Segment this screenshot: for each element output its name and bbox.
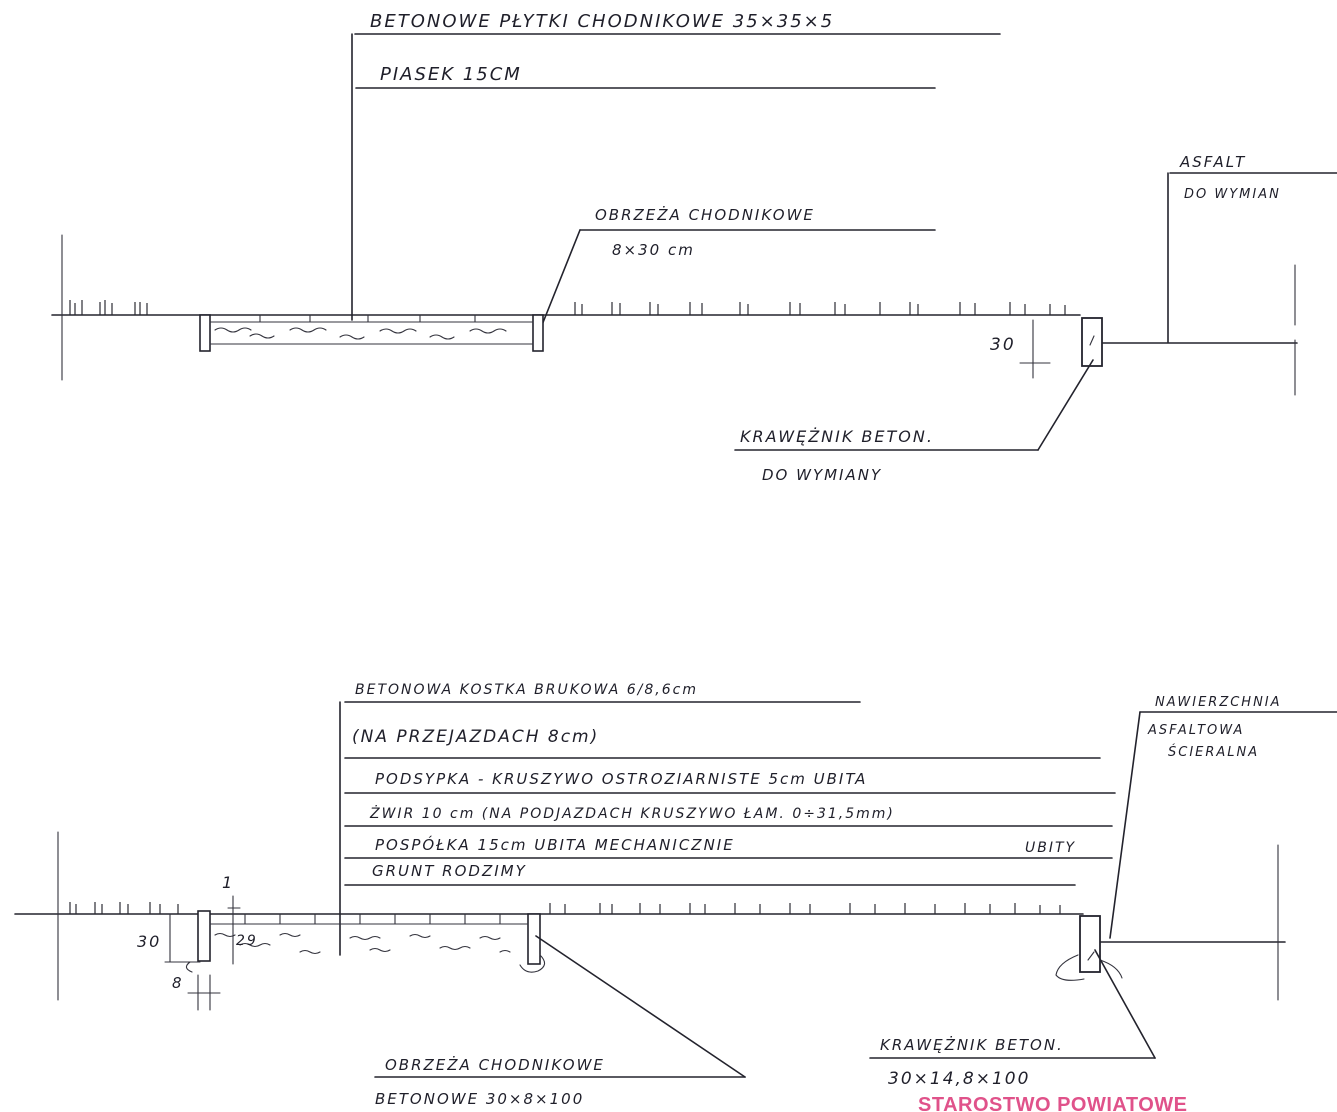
label-pavers: BETONOWE PŁYTKI CHODNIKOWE 35×35×5 [370,11,834,32]
label-asphalt-note: DO WYMIAN [1184,187,1281,202]
curb-bottom [1079,915,1101,973]
label-cobble-note: (NA PRZEJAZDACH 8cm) [352,727,599,747]
dim-8: 8 [172,974,184,992]
edging-left-top [199,314,211,352]
label-surface-2: ASFALTOWA [1147,723,1244,738]
sand-hatch [214,327,507,340]
edging-leader [539,229,581,331]
surface-leader [1109,711,1141,939]
concrete-haunch-curb [1055,954,1123,981]
stamp-text: STAROSTWO POWIATOWE [918,1094,1187,1112]
dim-curb-height: 30 [990,335,1016,355]
edging-right-top [532,314,544,352]
label-native-soil: GRUNT RODZIMY [372,862,527,880]
label-curb-note-top: DO WYMIANY [762,466,882,484]
dim-1: 1 [222,873,234,892]
curb-hatch-top [1089,335,1095,346]
label-cobble: BETONOWA KOSTKA BRUKOWA 6/8,6cm [355,682,698,698]
label-surface: NAWIERZCHNIA [1155,695,1282,710]
label-mix: POSPÓŁKA 15cm UBITA MECHANICZNIE [375,835,735,854]
grass-ticks-top [69,300,1066,315]
label-curb-top: KRAWĘŻNIK BETON. [740,427,934,446]
label-surface-3: ŚCIERALNA [1168,744,1259,760]
base-hatch [214,932,511,955]
edging-right-bottom [527,913,541,965]
label-sand: PIASEK 15CM [380,64,522,85]
grass-ticks-bottom [69,902,1061,914]
bottom-section: BETONOWA KOSTKA BRUKOWA 6/8,6cm (NA PRZE… [14,682,1337,1108]
top-section: BETONOWE PŁYTKI CHODNIKOWE 35×35×5 PIASE… [51,11,1337,484]
label-edging-size: 8×30 cm [612,241,695,259]
curb-top [1081,317,1103,367]
concrete-haunch-edging [185,954,546,973]
edging-leader-bottom [535,935,746,1078]
paver-joints [259,314,476,323]
label-curb-size-bottom: 30×14,8×100 [888,1069,1030,1089]
label-gravel-note: UBITY [1025,840,1076,856]
label-edging: OBRZEŻA CHODNIKOWE [595,205,815,224]
cobble-joints [244,913,501,925]
dim-30: 30 [137,932,161,951]
label-edging-size-bottom: BETONOWE 30×8×100 [375,1090,584,1108]
label-curb-bottom: KRAWĘŻNIK BETON. [880,1035,1064,1054]
curb-hatch-bottom [1087,951,1095,961]
label-bedding: PODSYPKA - KRUSZYWO OSTROZIARNISTE 5cm U… [375,770,867,788]
label-asphalt: ASFALT [1179,153,1246,171]
edging-left-bottom [197,910,211,962]
curb-leader-top [1037,359,1094,451]
curb-leader-bottom [1094,949,1156,1059]
label-edging-bottom: OBRZEŻA CHODNIKOWE [385,1055,605,1074]
dim-29: 29 [236,933,258,949]
label-gravel: ŻWIR 10 cm (NA PODJAZDACH KRUSZYWO ŁAM. … [369,804,895,822]
